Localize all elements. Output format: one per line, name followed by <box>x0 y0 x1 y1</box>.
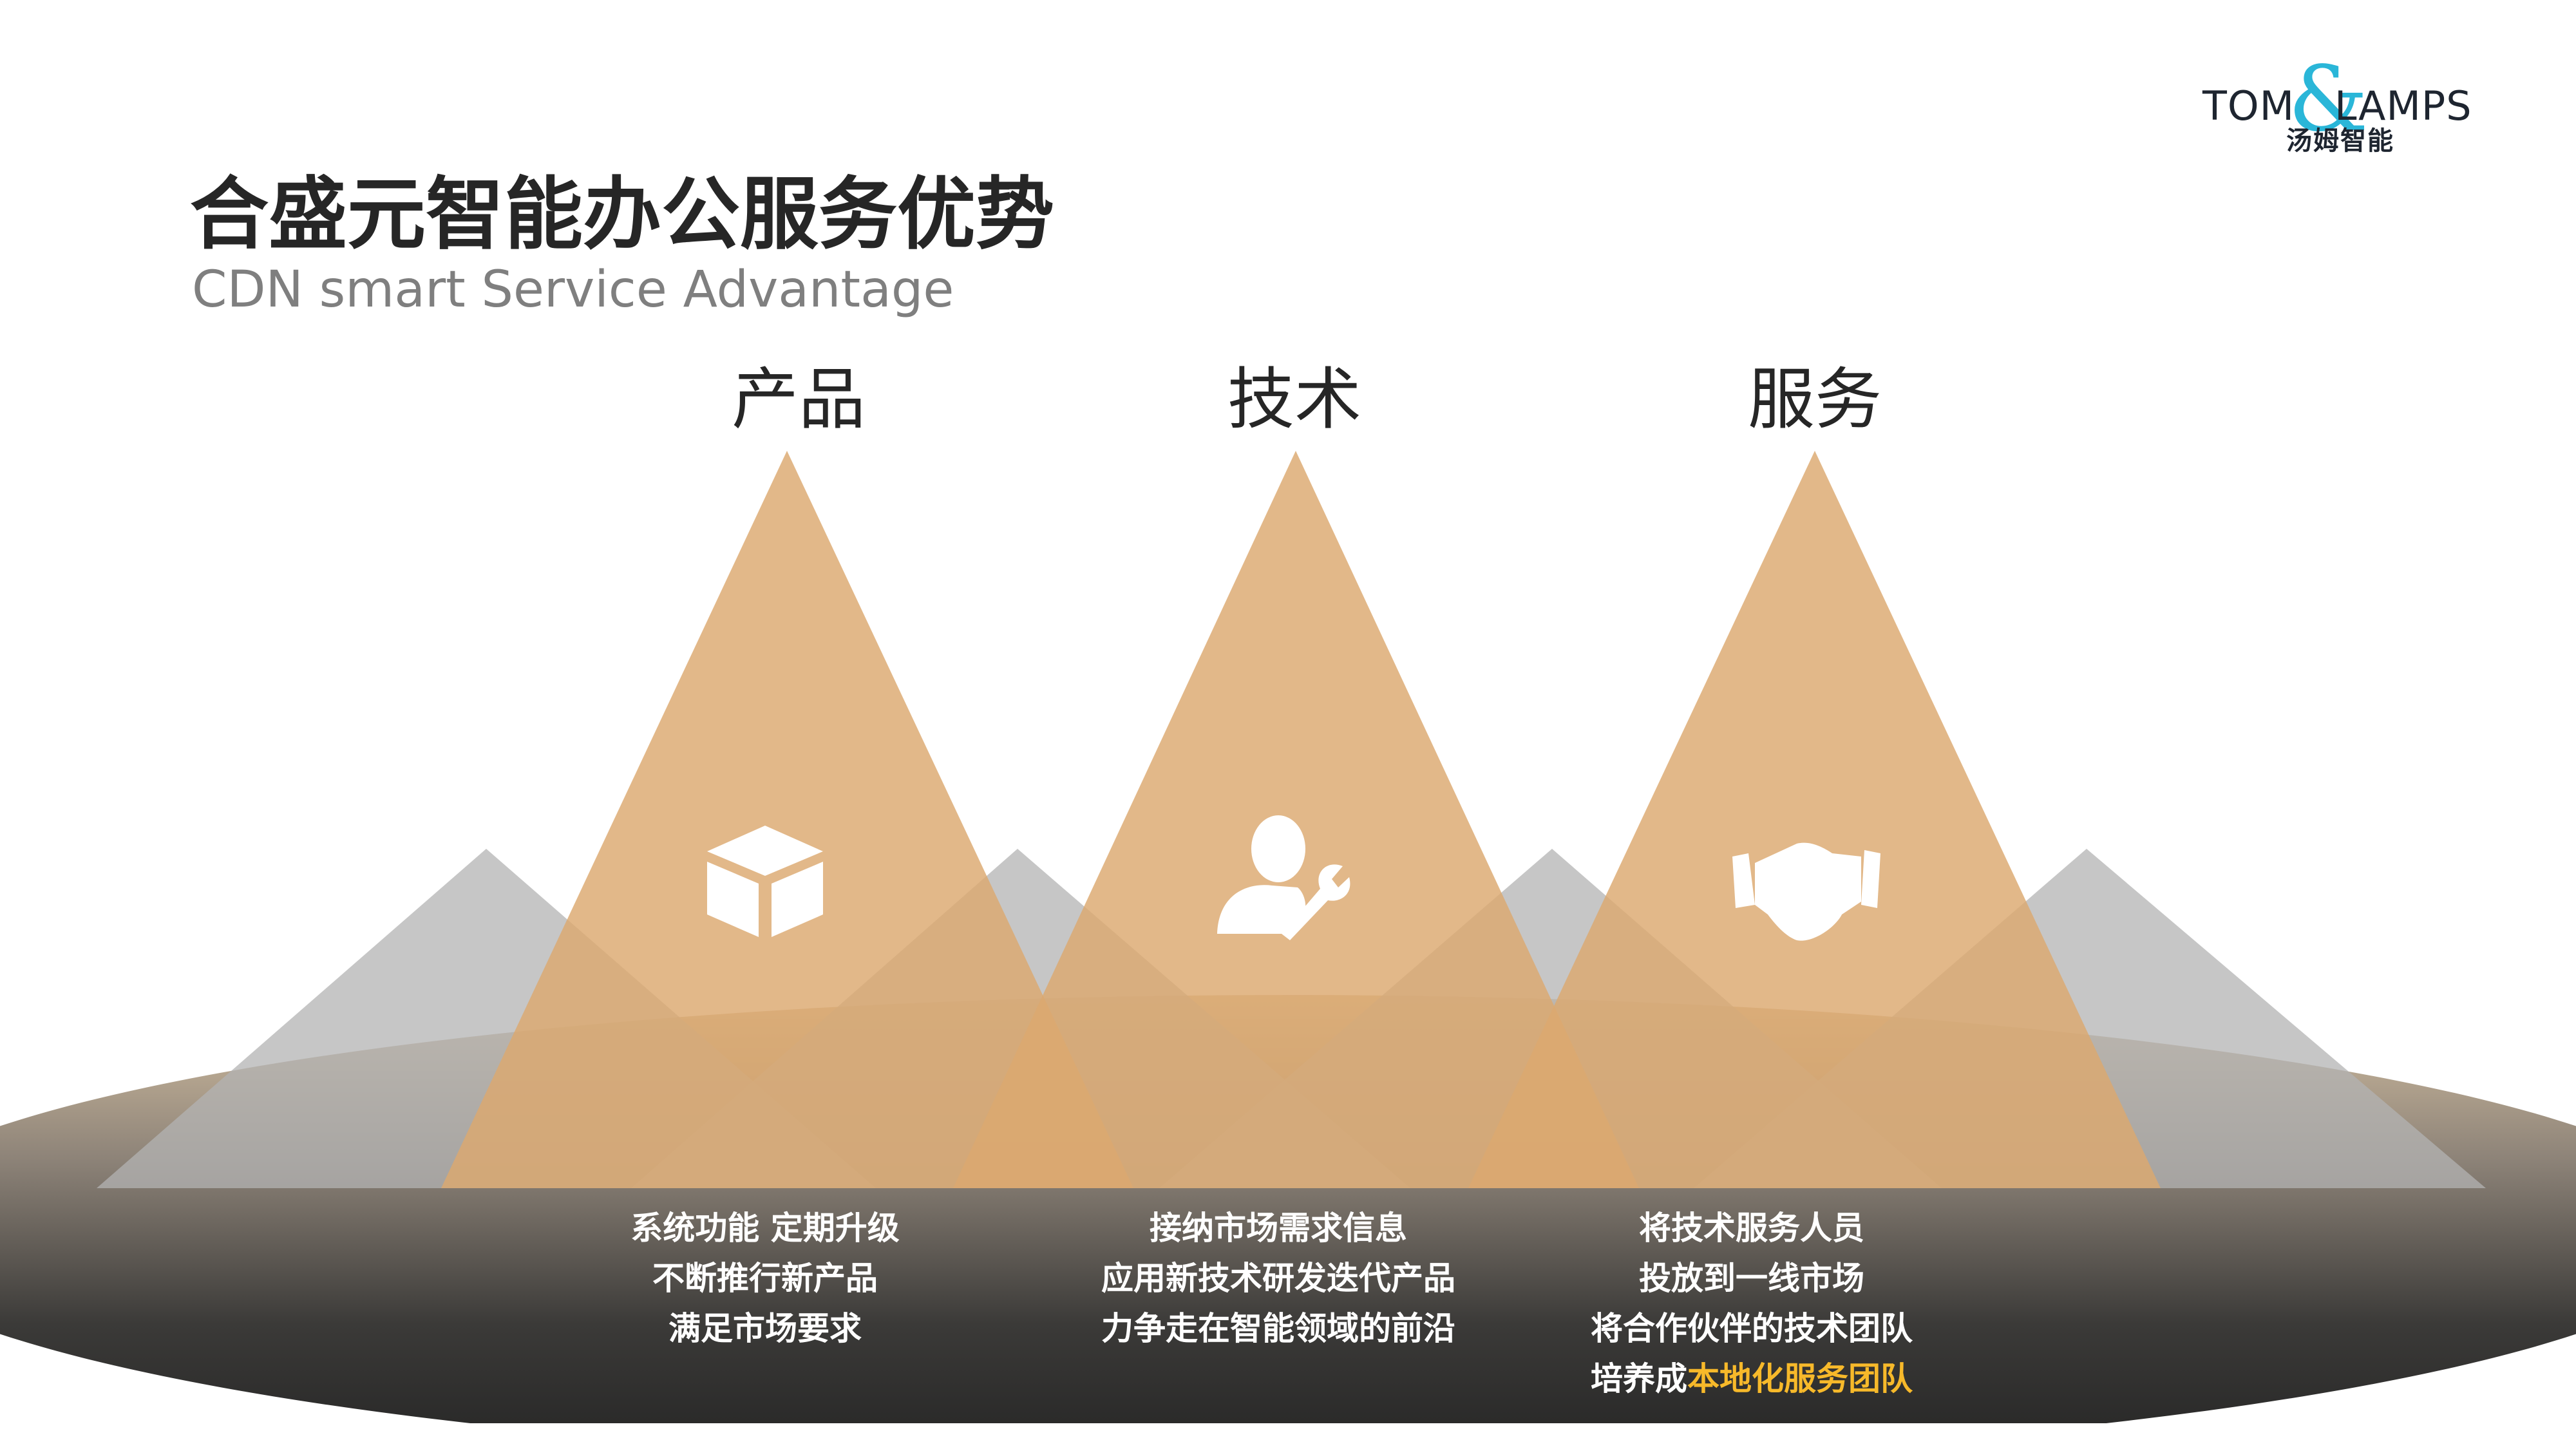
front-peaks <box>441 451 2161 1188</box>
description-line-highlighted: 培养成本地化服务团队 <box>1488 1354 2016 1404</box>
pillar-description-service: 将技术服务人员 投放到一线市场 将合作伙伴的技术团队 培养成本地化服务团队 <box>1488 1203 2016 1404</box>
description-line: 接纳市场需求信息 <box>1150 1209 1407 1247</box>
description-line: 将技术服务人员 <box>1639 1209 1864 1247</box>
description-line: 应用新技术研发迭代产品 <box>1101 1260 1455 1297</box>
stage-bottom-fill <box>0 1423 2576 1449</box>
peak-service <box>1468 451 2161 1188</box>
description-line: 投放到一线市场 <box>1639 1260 1864 1297</box>
peak-product <box>441 451 1133 1188</box>
pillar-description-technology: 接纳市场需求信息 应用新技术研发迭代产品 力争走在智能领域的前沿 <box>1014 1203 1542 1354</box>
description-line: 系统功能 定期升级 <box>630 1209 900 1247</box>
description-prefix: 培养成 <box>1591 1360 1687 1397</box>
highlight-text: 本地化服务团队 <box>1687 1360 1913 1397</box>
description-line: 不断推行新产品 <box>652 1260 878 1297</box>
box-icon <box>707 826 823 937</box>
page-subtitle: CDN smart Service Advantage <box>192 261 954 319</box>
logo-text-lamps: LAMPS <box>2334 82 2472 129</box>
handshake-icon <box>1732 842 1880 941</box>
description-line: 将合作伙伴的技术团队 <box>1591 1310 1913 1347</box>
pillar-label-product: 产品 <box>731 360 866 439</box>
pillar-label-service: 服务 <box>1747 360 1882 439</box>
description-line: 满足市场要求 <box>668 1310 862 1347</box>
pillar-label-technology: 技术 <box>1227 360 1361 439</box>
description-line: 力争走在智能领域的前沿 <box>1101 1310 1455 1347</box>
company-logo: TOM & LAMPS 汤姆智能 <box>2196 55 2479 158</box>
technician-wrench-icon <box>1217 815 1350 940</box>
logo-ampersand: & <box>2288 47 2369 152</box>
logo-text-tom: TOM <box>2202 82 2295 129</box>
page-title: 合盛元智能办公服务优势 <box>190 169 1054 260</box>
pillar-description-product: 系统功能 定期升级 不断推行新产品 满足市场要求 <box>501 1203 1029 1354</box>
peak-technology <box>953 451 1639 1188</box>
logo-chinese-name: 汤姆智能 <box>2286 126 2394 156</box>
